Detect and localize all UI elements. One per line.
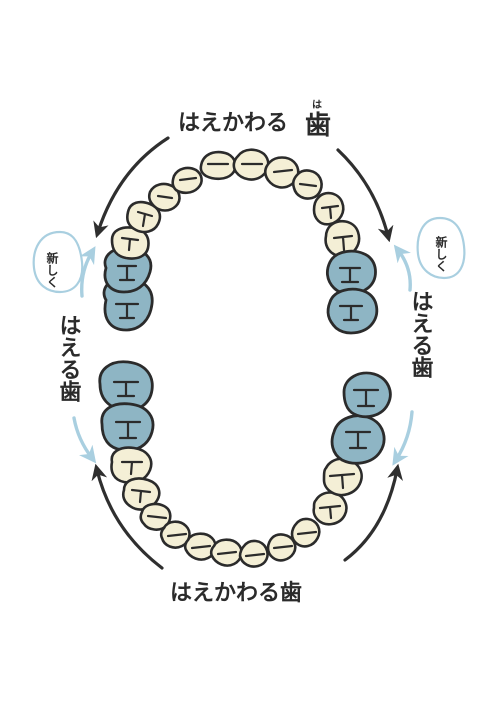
- upper-right-replace-arrow: [336, 148, 394, 243]
- right-upper-new-arrow: [393, 244, 412, 292]
- right-lower-new-arrow: [392, 410, 414, 466]
- upper-left-central-incisor: [199, 150, 237, 181]
- lower-left-permanent-molar-1: [100, 402, 155, 452]
- lower-right-primary-molar-1: [312, 491, 348, 526]
- left-side-label: はえる歯: [56, 314, 82, 402]
- upper-right-primary-molar-1: [312, 191, 345, 226]
- bottom-label: はえかわる歯: [170, 580, 302, 606]
- left-upper-new-arrow: [79, 246, 96, 298]
- left-new-bubble: 新しく: [32, 230, 84, 294]
- upper-left-lateral-incisor: [171, 166, 203, 195]
- upper-left-primary-molar-2: [110, 226, 150, 260]
- top-label: はえかわる 歯 は: [178, 99, 331, 141]
- lower-center-incisor-2: [238, 539, 269, 568]
- top-label-text: はえかわる: [178, 111, 288, 136]
- right-bubble-text: 新しく: [434, 235, 448, 272]
- upper-left-canine: [147, 182, 181, 212]
- lower-left-primary-molar-1: [121, 477, 161, 511]
- lower-right-permanent-molar-1: [330, 414, 386, 465]
- lower-arch: [98, 360, 392, 568]
- lower-right-replace-arrow: [343, 463, 403, 562]
- upper-right-primary-molar-2: [324, 219, 361, 258]
- upper-left-primary-molar-1: [125, 200, 162, 234]
- lower-right-lateral-incisor: [266, 533, 297, 562]
- lower-left-central-incisor: [183, 532, 217, 561]
- top-label-kanji: 歯: [305, 111, 331, 141]
- upper-left-replace-arrow: [93, 136, 170, 239]
- lower-right-canine: [290, 517, 321, 548]
- lower-left-primary-molar-2: [110, 446, 153, 484]
- right-side-label: はえる歯: [408, 290, 434, 378]
- upper-arch: [102, 148, 379, 335]
- lower-center-incisor-1: [209, 538, 243, 567]
- upper-right-canine: [291, 169, 323, 200]
- lower-right-permanent-molar-2: [342, 371, 392, 419]
- upper-left-permanent-molar-1: [103, 246, 153, 294]
- left-bubble-text: 新しく: [45, 251, 59, 288]
- lower-left-replace-arrow: [91, 463, 164, 570]
- lower-left-lateral-incisor: [159, 520, 191, 549]
- right-new-bubble: 新しく: [416, 216, 466, 280]
- upper-right-permanent-molar-2: [326, 287, 379, 335]
- top-label-ruby: は: [312, 99, 322, 111]
- upper-right-central-incisor: [232, 148, 270, 181]
- upper-right-permanent-molar-1: [325, 249, 377, 296]
- left-lower-new-arrow: [72, 416, 97, 464]
